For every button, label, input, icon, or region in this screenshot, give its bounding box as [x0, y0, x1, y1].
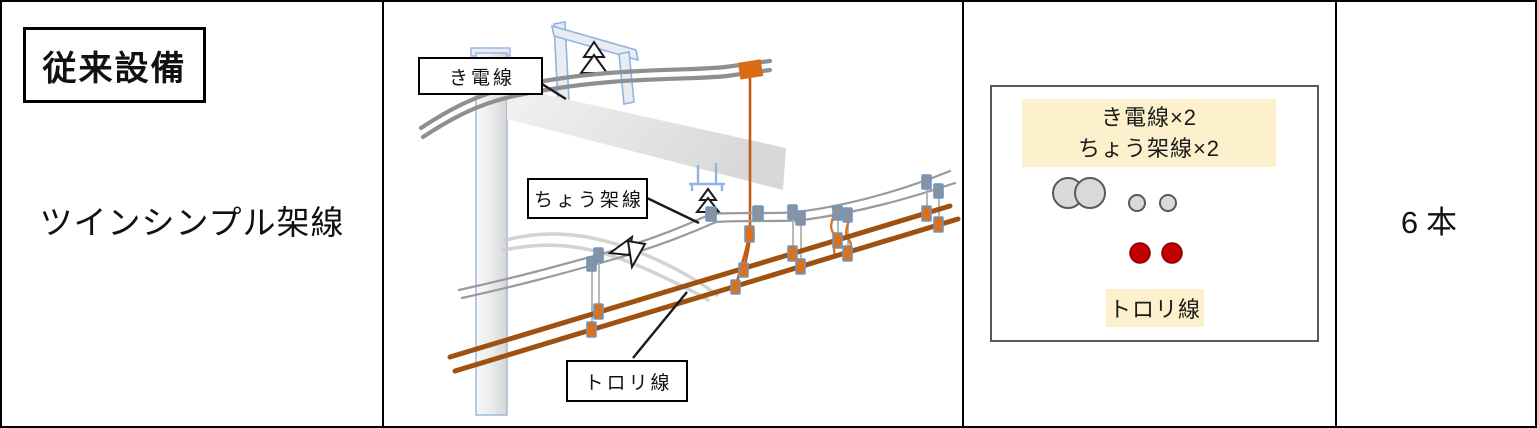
- faded-span-wires: [502, 232, 719, 302]
- feeder-wires: [418, 58, 773, 140]
- cell-cross-section: き電線×2 ちょう架線×2 トロリ線: [964, 2, 1337, 426]
- cross-section-header-line1: き電線×2: [1100, 105, 1198, 130]
- cross-section-box: き電線×2 ちょう架線×2 トロリ線: [990, 85, 1319, 342]
- messenger-circle-1: [1128, 194, 1146, 212]
- cross-section-footer: トロリ線: [1106, 289, 1204, 327]
- wire-count: 6本: [1400, 205, 1466, 240]
- trolley-clamps: [586, 205, 944, 338]
- category-label: 従来設備: [42, 49, 187, 88]
- trolley-wires: [447, 203, 961, 374]
- messenger-wire-label: ちょう架線: [527, 178, 648, 219]
- feeder-wire-label-text: き電線: [448, 67, 515, 89]
- cross-section-header-line2: ちょう架線×2: [1077, 136, 1221, 161]
- category-box: 従来設備: [23, 27, 206, 103]
- trolley-circle-2: [1161, 242, 1183, 264]
- feeder-dropper-wire: [734, 78, 752, 287]
- feeder-wire-label: き電線: [418, 57, 543, 95]
- cantilever-beam: [507, 86, 786, 190]
- cross-section-footer-text: トロリ線: [1108, 297, 1201, 322]
- cell-wire-count: 6本: [1337, 2, 1529, 426]
- cross-section-header: き電線×2 ちょう架線×2: [1022, 99, 1276, 167]
- feeder-circle-2: [1074, 177, 1106, 209]
- messenger-clamps: [586, 174, 944, 272]
- messenger-wire-label-text: ちょう架線: [533, 190, 644, 211]
- catenary-diagram: [418, 21, 961, 416]
- messenger-circle-2: [1159, 194, 1177, 212]
- trolley-wire-label: トロリ線: [566, 360, 688, 402]
- wire-cross-section: [1052, 177, 1183, 264]
- trolley-wire-label-text: トロリ線: [584, 372, 673, 394]
- feeder-connector: [737, 59, 764, 80]
- cell-equipment-name: 従来設備 ツインシンプル架線: [2, 2, 384, 426]
- label-leader-lines: [541, 82, 700, 359]
- section-insulator-icon: [607, 234, 647, 271]
- trolley-circle-1: [1129, 242, 1151, 264]
- cell-wiring-diagram: き電線 ちょう架線 トロリ線: [384, 2, 964, 426]
- hanger-bracket: [689, 163, 725, 191]
- system-name: ツインシンプル架線: [39, 204, 345, 241]
